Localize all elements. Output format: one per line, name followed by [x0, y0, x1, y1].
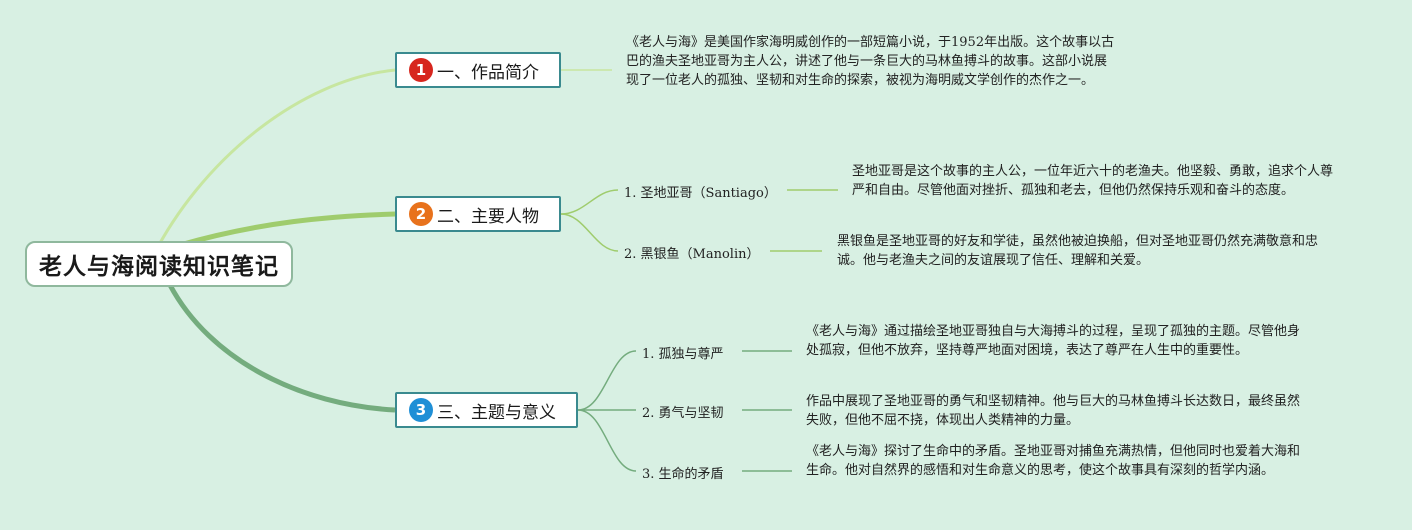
subtopic-courage[interactable]: 2. 勇气与坚韧 [642, 406, 724, 421]
subtopic-manolin[interactable]: 2. 黑银鱼（Manolin） [624, 247, 760, 262]
priority-1-icon: 1 [409, 58, 433, 82]
note-solitude: 《老人与海》通过描绘圣地亚哥独自与大海搏斗的过程，呈现了孤独的主题。尽管他身处孤… [806, 324, 1301, 358]
subtopic-contradiction[interactable]: 3. 生命的矛盾 [642, 467, 724, 482]
topic-label: 三、主题与意义 [437, 402, 556, 423]
priority-3-icon: 3 [409, 398, 433, 422]
note-courage: 作品中展现了圣地亚哥的勇气和坚韧精神。他与巨大的马林鱼搏斗长达数日，最终虽然失败… [806, 394, 1301, 428]
branch-connector-2 [179, 211, 396, 248]
branch-connector-3 [167, 283, 396, 413]
subtopic-solitude[interactable]: 1. 孤独与尊严 [642, 347, 724, 362]
topic-label: 一、作品简介 [437, 62, 539, 83]
root-title: 老人与海阅读知识笔记 [39, 254, 279, 280]
child-connector-3-3 [577, 409, 637, 472]
note-contradiction: 《老人与海》探讨了生命中的矛盾。圣地亚哥对捕鱼充满热情，但他同时也爱着大海和生命… [806, 444, 1301, 478]
branch-connector-1 [148, 68, 396, 263]
topic-themes[interactable]: 3 三、主题与意义 [395, 392, 578, 428]
topic-main-characters[interactable]: 2 二、主要人物 [395, 196, 561, 232]
root-topic[interactable]: 老人与海阅读知识笔记 [25, 241, 293, 287]
note-manolin: 黑银鱼是圣地亚哥的好友和学徒，虽然他被迫换船，但对圣地亚哥仍然充满敬意和忠诚。他… [837, 234, 1319, 268]
topic-introduction[interactable]: 1 一、作品简介 [395, 52, 561, 88]
child-connector-2-2 [560, 213, 619, 252]
note-santiago: 圣地亚哥是这个故事的主人公，一位年近六十的老渔夫。他坚毅、勇敢，追求个人尊严和自… [852, 164, 1334, 198]
subtopic-santiago[interactable]: 1. 圣地亚哥（Santiago） [624, 186, 777, 201]
note-introduction: 《老人与海》是美国作家海明威创作的一部短篇小说，于1952年出版。这个故事以古巴… [626, 35, 1115, 88]
priority-2-icon: 2 [409, 202, 433, 226]
child-connector-3-1 [577, 350, 637, 411]
topic-label: 二、主要人物 [437, 206, 539, 227]
child-connector-2-1 [560, 189, 619, 215]
